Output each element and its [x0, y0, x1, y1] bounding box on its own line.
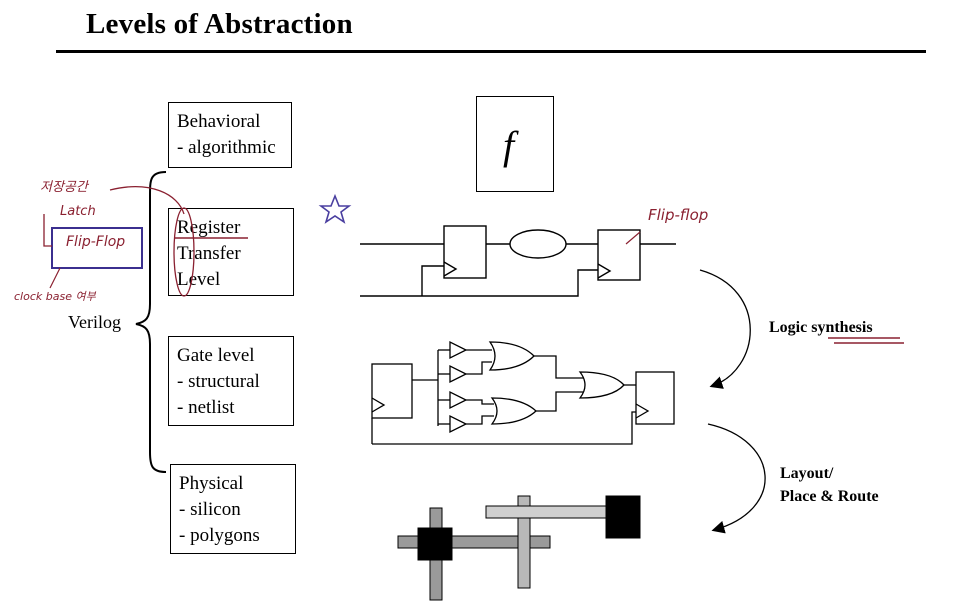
clock-base-note: clock base 여부	[14, 290, 96, 303]
flip-flop-highlight-box	[51, 227, 143, 269]
behavioral-sub: - algorithmic	[177, 137, 276, 158]
physical-layout-diagram	[397, 495, 641, 601]
rtl-line3: Level	[177, 269, 221, 290]
gate-line2: - structural	[177, 371, 260, 392]
layout-label: Layout/ Place & Route	[780, 462, 879, 508]
korean-note: 저장공간	[40, 180, 88, 195]
behavioral-box: Behavioral - algorithmic	[168, 102, 292, 168]
gate-line3: - netlist	[177, 397, 235, 418]
title-underline	[56, 50, 926, 53]
behavioral-label: Behavioral	[177, 111, 261, 132]
rtl-circle-mark	[173, 207, 195, 297]
page-title: Levels of Abstraction	[86, 8, 353, 40]
function-box	[476, 96, 554, 192]
logic-synthesis-label: Logic synthesis	[769, 316, 873, 339]
physical-box: Physical - silicon - polygons	[170, 464, 296, 554]
physical-line2: - silicon	[179, 499, 241, 520]
verilog-brace	[135, 171, 167, 473]
rtl-line2: Transfer	[177, 243, 241, 264]
gate-level-diagram	[371, 340, 675, 445]
verilog-label: Verilog	[68, 312, 121, 332]
latch-note: Latch	[60, 204, 96, 219]
physical-line3: - polygons	[179, 525, 260, 546]
gate-level-box: Gate level - structural - netlist	[168, 336, 294, 426]
layout-line2: Place & Route	[780, 488, 879, 505]
synthesis-word: synthesis	[811, 319, 873, 336]
layout-arrow	[707, 423, 766, 534]
rtl-diagram	[360, 225, 676, 297]
layout-line1: Layout/	[780, 465, 834, 482]
logic-word: Logic	[769, 319, 812, 336]
handwritten-markings	[43, 186, 904, 344]
gate-line1: Gate level	[177, 345, 255, 366]
star-mark	[318, 193, 352, 224]
flip-flop-note: Flip-Flop	[66, 234, 126, 250]
flip-flop-diagram-note: Flip-flop	[648, 206, 709, 224]
logic-synthesis-arrow	[699, 269, 751, 389]
function-symbol: f	[503, 123, 515, 168]
physical-line1: Physical	[179, 473, 244, 494]
